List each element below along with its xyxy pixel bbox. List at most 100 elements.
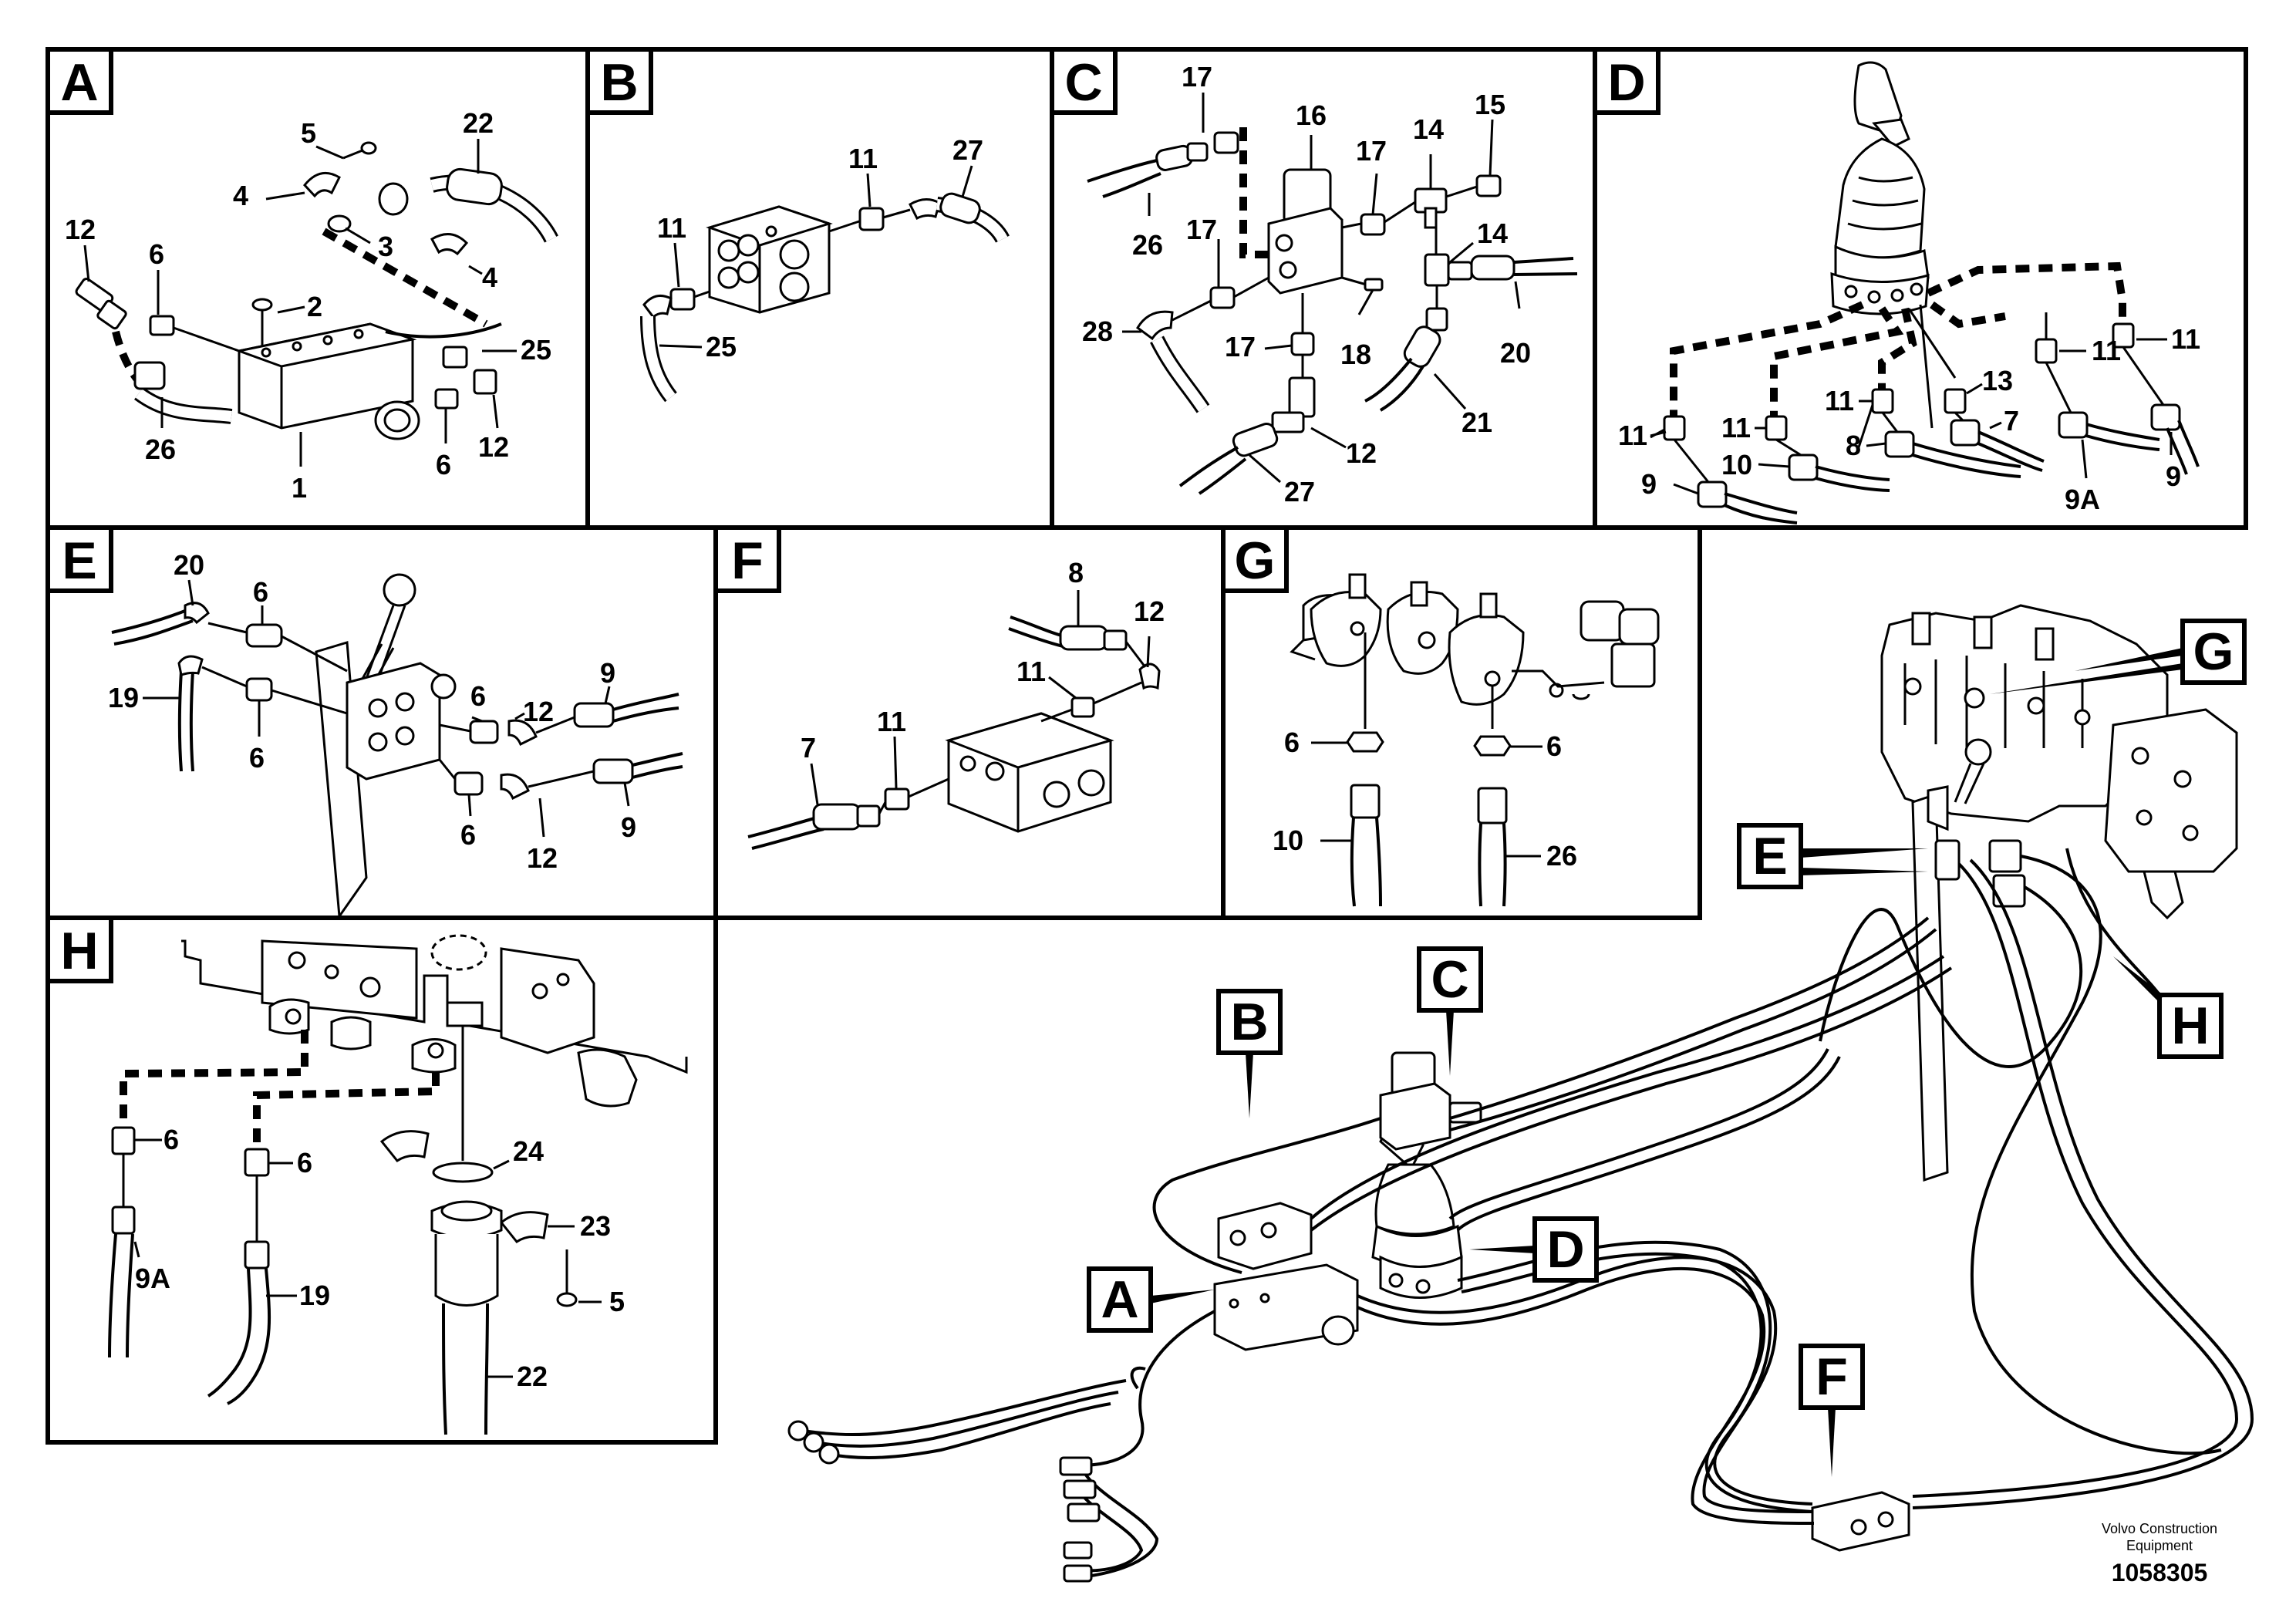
panel-c-label-17a: 17	[1182, 61, 1212, 93]
panel-g-label-6b: 6	[1546, 730, 1562, 762]
panel-a-label-6b: 6	[436, 449, 451, 481]
panel-g-drawing: 6 6 10 26	[1273, 573, 1660, 907]
panel-h-label-5: 5	[609, 1286, 625, 1317]
panel-a-label-12a: 12	[65, 214, 96, 245]
document-number: 1058305	[2112, 1559, 2208, 1587]
panel-c-label-14a: 14	[1413, 113, 1444, 145]
panel-f-frame	[713, 525, 1226, 920]
panel-a-label-4b: 4	[482, 261, 497, 293]
panel-d-label-11a: 11	[2092, 335, 2121, 366]
panel-f-label-11b: 11	[877, 706, 906, 737]
panel-e-label-9a: 9	[600, 657, 615, 689]
footer-company-line2: Equipment	[2126, 1538, 2193, 1553]
panel-b-drawing: 11 27 11 25	[640, 134, 1010, 403]
panel-d-label-9a: 9	[1641, 468, 1657, 500]
panel-a-label-3: 3	[378, 231, 393, 262]
panel-h-drawing: 6 6 24 23 9A 5 19 22	[108, 934, 688, 1435]
panel-a-label-1: 1	[292, 472, 307, 504]
panel-h-label-24: 24	[513, 1135, 544, 1167]
panel-h-label-23: 23	[580, 1210, 611, 1242]
panel-f-label-7: 7	[801, 732, 816, 764]
panel-e-label-12c: 12	[527, 842, 558, 874]
panel-d-label-10: 10	[1721, 449, 1752, 481]
panel-g-letter: G	[1235, 531, 1276, 590]
panel-h-label-19: 19	[299, 1280, 330, 1311]
panel-d-label-8: 8	[1846, 430, 1861, 461]
panel-c-label-14b: 14	[1477, 218, 1508, 249]
panel-c-label-18: 18	[1340, 339, 1371, 370]
panel-c-label-20: 20	[1500, 337, 1531, 369]
overview-letter-h: H	[2171, 996, 2209, 1055]
panel-d-label-7: 7	[2004, 405, 2019, 437]
overview-letter-a: A	[1101, 1270, 1138, 1329]
panel-f-label-8: 8	[1068, 557, 1084, 588]
panel-g-label-6a: 6	[1284, 727, 1300, 758]
panel-f-letter: F	[731, 531, 764, 590]
overview-letter-c: C	[1431, 950, 1468, 1009]
panel-d-label-11c: 11	[1721, 412, 1751, 443]
panel-e-drawing: 20 6 19 6 12 9 6 12 9 6 12	[108, 549, 683, 920]
panel-letter-boxes: A B C D E F G H	[46, 47, 1660, 983]
panel-g-label-10: 10	[1273, 824, 1303, 856]
panel-c-label-16: 16	[1296, 99, 1327, 131]
panel-b-label-11a: 11	[848, 143, 878, 174]
panel-h-label-22: 22	[517, 1361, 548, 1392]
panel-a-label-4a: 4	[233, 180, 248, 211]
panel-h-letter: H	[60, 922, 98, 980]
panel-e-label-20: 20	[174, 549, 204, 581]
panel-e-label-6a: 6	[253, 576, 268, 608]
panel-b-label-11b: 11	[657, 212, 686, 244]
panel-a-letter: A	[60, 53, 98, 112]
panel-c-label-21: 21	[1462, 406, 1492, 438]
panel-c-label-27: 27	[1284, 476, 1315, 508]
panel-a-label-5: 5	[301, 117, 316, 149]
panel-e-label-6c: 6	[470, 680, 486, 712]
panel-a-label-2: 2	[307, 291, 322, 322]
panel-f-drawing: 8 12 11 7 11	[747, 557, 1165, 850]
panel-d-letter: D	[1607, 53, 1645, 112]
panel-c-label-28: 28	[1082, 315, 1113, 347]
panel-a-label-12b: 12	[478, 431, 509, 463]
panel-h-label-6a: 6	[164, 1124, 179, 1155]
panel-d-label-13: 13	[1982, 365, 2013, 396]
panel-d-drawing: 11 11 11 11 13 11 11 10 8 7 9 9A 9	[1618, 61, 2200, 524]
panel-f-label-12: 12	[1134, 595, 1165, 627]
panel-e-label-9b: 9	[621, 811, 636, 843]
overview-letter-b: B	[1230, 993, 1268, 1051]
panel-h-frame	[46, 916, 718, 1445]
panel-c-drawing: 17 16 17 14 15 26 17 14 28 17 18 20 21 1…	[1082, 61, 1578, 508]
panel-e-letter: E	[62, 531, 96, 590]
panel-g-frame	[1221, 525, 1702, 920]
panel-c-label-12: 12	[1346, 437, 1377, 469]
panel-c-label-17c: 17	[1186, 214, 1217, 245]
panel-frames	[46, 47, 2248, 1445]
panel-c-label-17d: 17	[1225, 331, 1256, 363]
overview-letter-g: G	[2193, 622, 2234, 681]
panel-a-label-26: 26	[145, 433, 176, 465]
panel-b-letter: B	[600, 53, 638, 112]
panel-a-label-25: 25	[521, 334, 551, 366]
panel-e-label-12a: 12	[523, 696, 554, 727]
panel-d-label-11d: 11	[1825, 385, 1854, 416]
overview-callouts: G E H C B D A F	[1087, 619, 2247, 1477]
panel-g-label-26: 26	[1546, 840, 1577, 872]
panel-e-label-6b: 6	[249, 742, 265, 774]
panel-b-label-27: 27	[952, 134, 983, 166]
panel-a-label-6a: 6	[149, 238, 164, 270]
panel-a-label-22: 22	[463, 107, 494, 139]
overview-letter-f: F	[1816, 1347, 1848, 1406]
overview-drawing	[787, 604, 2254, 1583]
panel-a-drawing: 5 22 4 3 4 12 6 2 25 26 6 12 1	[65, 107, 558, 504]
panel-f-label-11a: 11	[1017, 656, 1046, 687]
panel-c-label-26: 26	[1132, 229, 1163, 261]
footer: Volvo Construction Equipment 1058305	[2102, 1521, 2217, 1587]
panel-d-label-11b: 11	[2171, 323, 2200, 355]
footer-company: Volvo Construction	[2102, 1521, 2217, 1536]
panel-e-label-6d: 6	[460, 819, 476, 851]
overview-letter-e: E	[1752, 827, 1787, 885]
panel-c-letter: C	[1064, 53, 1102, 112]
panel-c-label-17b: 17	[1356, 135, 1387, 167]
overview-letter-d: D	[1546, 1220, 1584, 1279]
panel-b-label-25: 25	[706, 331, 737, 363]
